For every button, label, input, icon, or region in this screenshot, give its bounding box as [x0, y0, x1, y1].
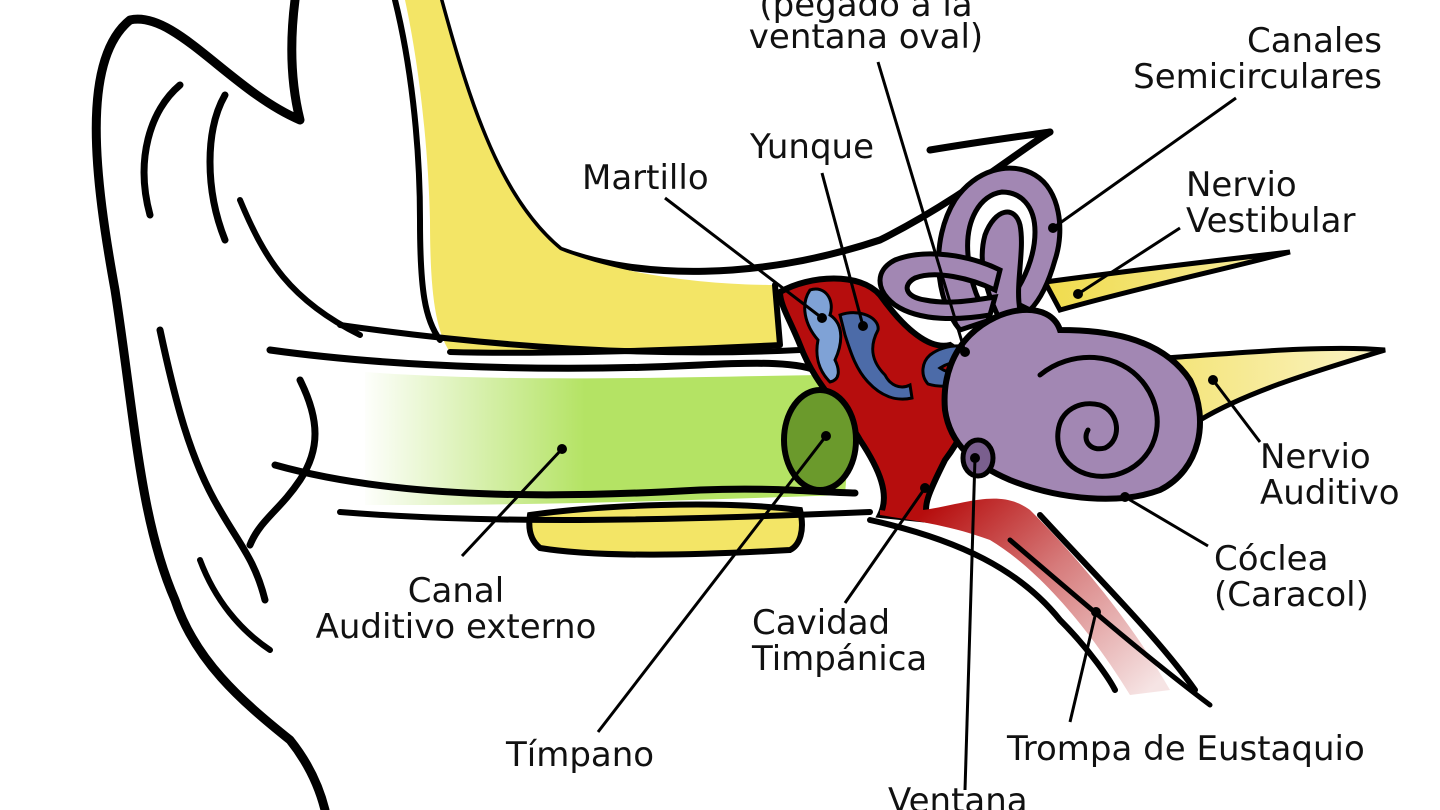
label-vestibular-line1: Nervio	[1186, 165, 1297, 205]
tube-upper-wall	[1037, 512, 1198, 693]
label-vestibular-line2: Vestibular	[1186, 201, 1355, 241]
label-estribo-line1: (pegado a la	[759, 0, 972, 25]
label-coclea-line1: Cóclea	[1214, 539, 1328, 579]
labels: (pegado a la ventana oval) Canales Semic…	[316, 0, 1400, 810]
semicircular-canals	[877, 165, 1063, 333]
label-ventana: Ventana	[888, 781, 1028, 810]
cochlea	[941, 307, 1203, 502]
label-canal-line2: Auditivo externo	[316, 607, 597, 647]
canal-upper-wall	[266, 346, 824, 376]
upper-cartilage	[405, 0, 780, 352]
label-timpano: Tímpano	[505, 735, 654, 775]
label-martillo: Martillo	[582, 158, 709, 198]
label-trompa: Trompa de Eustaquio	[1006, 729, 1365, 769]
label-canales-line1: Canales	[1247, 21, 1382, 61]
label-auditivo-line1: Nervio	[1260, 437, 1371, 477]
label-cavidad-line2: Timpánica	[751, 639, 927, 679]
label-coclea-line2: (Caracol)	[1214, 575, 1369, 615]
incus	[838, 311, 914, 401]
lower-cartilage	[526, 501, 805, 558]
tube-outer-wall	[1007, 537, 1213, 708]
label-canal-line1: Canal	[408, 571, 504, 611]
canal-outer-lower-wall	[337, 509, 873, 523]
label-yunque: Yunque	[749, 127, 874, 167]
tube-lower-wall	[867, 517, 1118, 693]
canal-outer-upper-wall	[337, 322, 803, 356]
label-canales-line2: Semicirculares	[1133, 57, 1382, 97]
leader-lines	[460, 61, 1262, 791]
label-auditivo-line2: Auditivo	[1260, 473, 1400, 513]
cochlea-spiral	[1037, 354, 1160, 479]
label-estribo-line2: ventana oval)	[749, 17, 983, 57]
vestibular-nerve	[1041, 249, 1291, 313]
ear-canal	[365, 372, 850, 505]
eustachian-tube	[880, 498, 1170, 695]
label-cavidad-line1: Cavidad	[752, 603, 890, 643]
